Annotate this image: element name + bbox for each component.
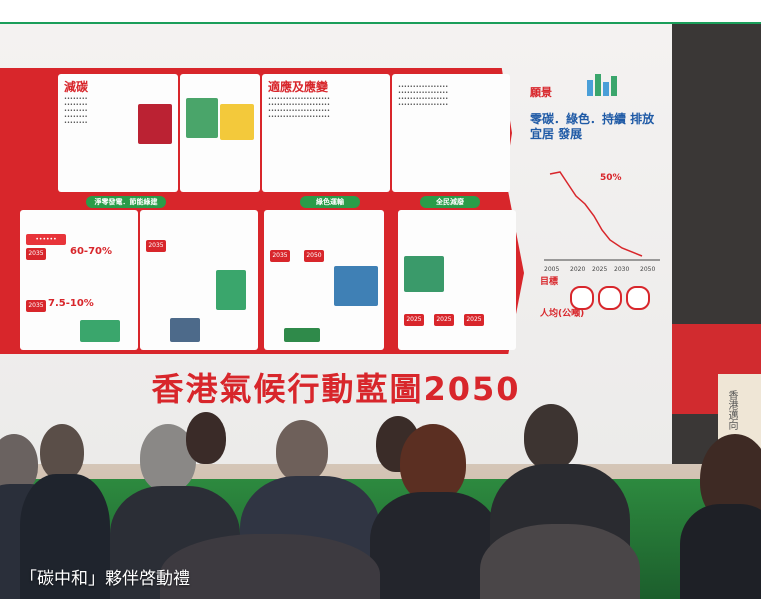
- slide-card-power: •••••• 2035 60-70% 2035 7.5-10%: [20, 210, 138, 350]
- card-body-text: ••••••••••••••••••••••••••••••••••••••••: [64, 96, 88, 126]
- peak-label: 50%: [600, 173, 622, 183]
- audience-head: [186, 412, 226, 464]
- tick-2025: 2025: [592, 266, 607, 273]
- audience-body: [680, 504, 761, 599]
- tick-2050: 2050: [640, 266, 655, 273]
- year-tag: 2025: [404, 314, 424, 326]
- photo-caption: 「碳中和」夥伴啓動禮: [20, 569, 190, 589]
- year-tag: 2050: [304, 250, 324, 262]
- photo: 減碳 •••••••••••••••••••••••••••••••••••••…: [0, 24, 761, 599]
- section-pill: 綠色運輸: [300, 196, 360, 208]
- audience-foreground: [160, 534, 380, 599]
- slide-card-waste: 2025 2025 2025: [398, 210, 516, 350]
- slide-card-decarbon: 減碳 •••••••••••••••••••••••••••••••••••••…: [58, 74, 178, 192]
- stat-value: 60-70%: [70, 246, 113, 257]
- slide-card-energy: 2035: [140, 210, 258, 350]
- year-tag: 2035: [26, 300, 46, 312]
- tick-2030: 2030: [614, 266, 629, 273]
- section-title: 適應及應變: [268, 80, 329, 94]
- projection-screen: 減碳 •••••••••••••••••••••••••••••••••••••…: [0, 24, 672, 464]
- year-tag: 2035: [26, 248, 46, 260]
- vision-text: 零碳．綠色．持續 排放 宜居 發展: [530, 112, 655, 141]
- audience-head: [276, 420, 328, 482]
- audience-head: [40, 424, 84, 480]
- audience-body: [20, 474, 110, 599]
- emission-line: [549, 171, 643, 257]
- stat-value: 7.5-10%: [48, 298, 94, 309]
- year-tag: 2025: [464, 314, 484, 326]
- audience-head: [400, 424, 466, 502]
- target-icon: [570, 286, 594, 310]
- tick-2005: 2005: [544, 266, 559, 273]
- card-body-text: ••••••••••••••••••••••••••••••••••••••••…: [398, 84, 449, 108]
- top-margin: [0, 0, 761, 22]
- side-banner-text: 香港邁向: [726, 390, 737, 430]
- green-accent-line: [0, 22, 761, 24]
- target-label: 目標: [540, 277, 559, 287]
- slide-card-building: [180, 74, 260, 192]
- card-body-text: ••••••••••••••••••••••••••••••••••••••••…: [268, 96, 330, 120]
- city-skyline-icon: [587, 74, 617, 96]
- emission-chart: 50% 2005 2020 2025 2030 2050: [544, 171, 660, 273]
- audience-head: [524, 404, 578, 470]
- section-pill: 淨零發電．節能綠建: [86, 196, 166, 208]
- target-icon: [626, 286, 650, 310]
- slide-card-transport: 2035 2050: [264, 210, 384, 350]
- year-tag: 2035: [146, 240, 166, 252]
- slide-title: 香港氣候行動藍圖2050: [151, 370, 521, 408]
- year-tag: 2025: [434, 314, 454, 326]
- per-capita-label: 人均(公噸): [540, 309, 585, 319]
- section-pill: 全民減廢: [420, 196, 480, 208]
- audience-foreground: [480, 524, 640, 599]
- slide-card-water: ••••••••••••••••••••••••••••••••••••••••…: [392, 74, 510, 192]
- year-tag: 2035: [270, 250, 290, 262]
- vision-label: 願景: [530, 86, 552, 99]
- target-icon: [598, 286, 622, 310]
- audience-body: [370, 492, 500, 599]
- tick-2020: 2020: [570, 266, 585, 273]
- slide-card-adapt: 適應及應變 ••••••••••••••••••••••••••••••••••…: [262, 74, 390, 192]
- section-title: 減碳: [64, 80, 89, 94]
